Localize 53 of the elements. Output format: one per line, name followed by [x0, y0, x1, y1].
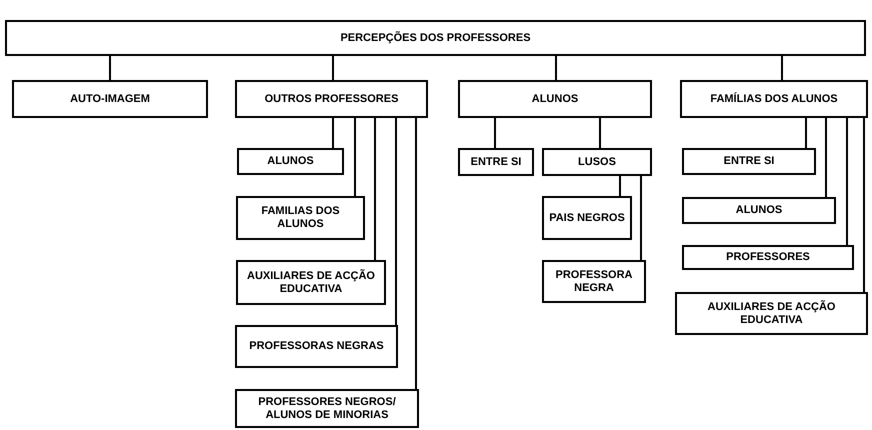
- box-label: ENTRE SI: [470, 156, 522, 168]
- box-label: AUXILIARES DE ACÇÃO EDUCATIVA: [246, 270, 376, 296]
- box-label: LUSOS: [578, 156, 616, 168]
- category-box: [236, 196, 365, 240]
- connector-line: [415, 118, 417, 389]
- box-label: PERCEPÇÕES DOS PROFESSORES: [340, 32, 531, 44]
- box-label: ENTRE SI: [724, 155, 774, 168]
- connector-line: [494, 118, 496, 148]
- connector-line: [599, 118, 601, 148]
- connector-line: [619, 176, 621, 196]
- connector-line: [395, 118, 397, 325]
- connector-line: [332, 118, 334, 148]
- title-box: [5, 20, 866, 56]
- category-box: [542, 148, 652, 176]
- connector-line: [109, 56, 111, 80]
- category-box: [682, 148, 816, 175]
- box-label: PROFESSORAS NEGRAS: [249, 340, 384, 353]
- category-box: [12, 80, 208, 118]
- connector-line: [863, 118, 865, 292]
- connector-line: [825, 118, 827, 197]
- category-box: [458, 148, 534, 176]
- category-box: [458, 80, 652, 118]
- box-label: AUTO-IMAGEM: [70, 92, 150, 106]
- box-label: FAMÍLIAS DOS ALUNOS: [710, 92, 838, 106]
- box-label: ALUNOS: [267, 155, 314, 168]
- box-label: OUTROS PROFESSORES: [264, 92, 398, 106]
- category-box: [682, 197, 836, 224]
- box-label: PROFESSORES: [726, 251, 810, 264]
- connector-line: [555, 56, 557, 80]
- connector-line: [640, 176, 642, 260]
- connector-line: [374, 118, 376, 260]
- box-label: PROFESSORA NEGRA: [554, 268, 634, 294]
- box-label: PAIS NEGROS: [549, 212, 625, 224]
- connector-line: [805, 118, 807, 148]
- category-box: [680, 80, 868, 118]
- category-box: [235, 389, 419, 428]
- category-box: [237, 148, 344, 175]
- box-label: AUXILIARES DE ACÇÃO EDUCATIVA: [706, 300, 836, 326]
- category-box: [235, 325, 398, 368]
- category-box: [542, 260, 646, 303]
- category-box: [236, 260, 386, 305]
- connector-line: [332, 56, 334, 80]
- box-label: ALUNOS: [532, 92, 578, 106]
- category-box: [235, 80, 428, 118]
- connector-line: [781, 56, 783, 80]
- box-label: FAMILIAS DOS ALUNOS: [260, 205, 341, 231]
- connector-line: [354, 118, 356, 196]
- box-label: PROFESSORES NEGROS/ ALUNOS DE MINORIAS: [257, 396, 397, 422]
- category-box: [675, 292, 868, 335]
- connector-line: [846, 118, 848, 245]
- box-label: ALUNOS: [736, 204, 782, 217]
- category-box: [682, 245, 854, 270]
- category-box: [542, 196, 632, 240]
